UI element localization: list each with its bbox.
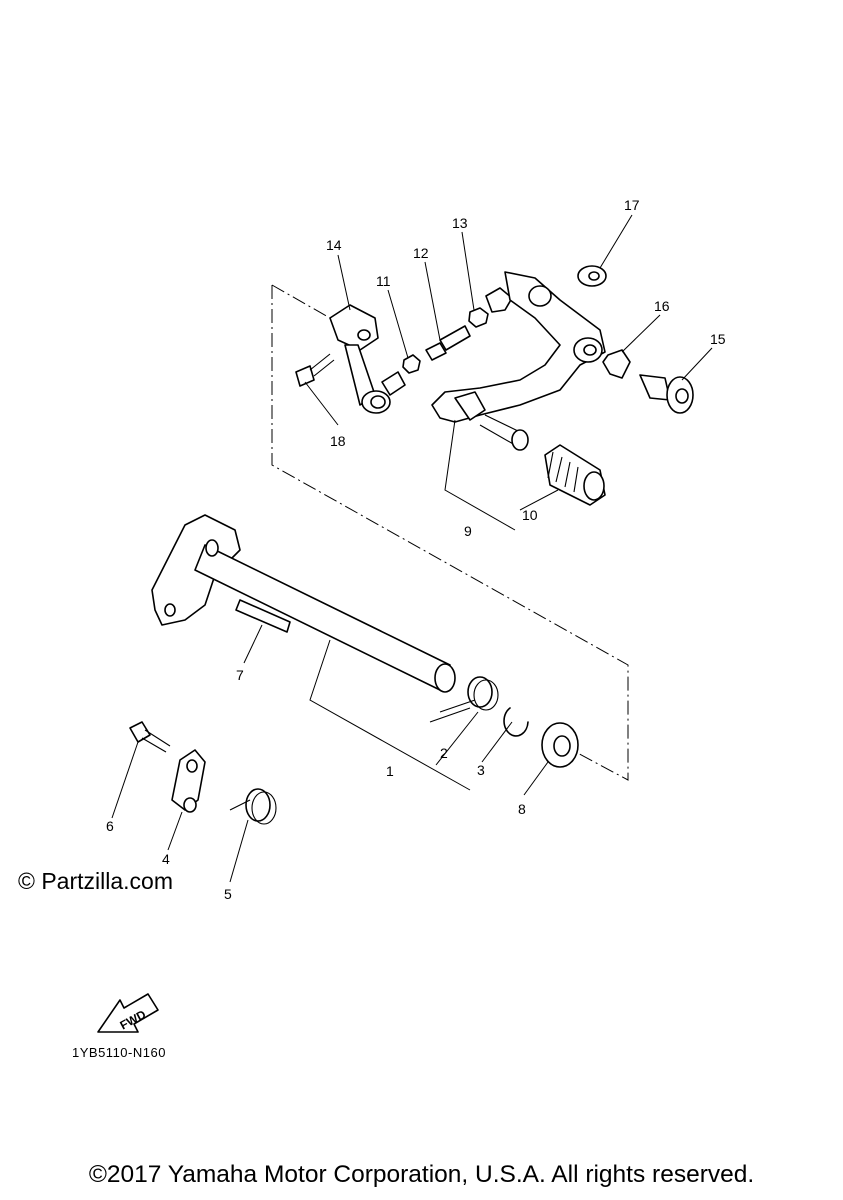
shift-arm: [329, 304, 406, 414]
callout-2: 2: [440, 745, 448, 761]
callout-9: 9: [464, 523, 472, 539]
callout-labels: 1 2 3 4 5 6 7 8 9 10 11 12 13 14 15 16 1…: [106, 197, 726, 902]
nut-11: [402, 354, 421, 374]
callout-18: 18: [330, 433, 346, 449]
bolt-6: [129, 721, 171, 753]
callout-16: 16: [654, 298, 670, 314]
callout-17: 17: [624, 197, 640, 213]
pedal-bolt-15: [639, 374, 694, 414]
shift-pedal: [431, 271, 606, 451]
leader-lines: [111, 214, 713, 883]
callout-3: 3: [477, 762, 485, 778]
callout-7: 7: [236, 667, 244, 683]
pedal-rubber: [544, 444, 606, 506]
shift-arm-bolt: [295, 353, 335, 387]
callout-6: 6: [106, 818, 114, 834]
oil-seal-8: [541, 722, 579, 768]
callout-11: 11: [376, 273, 391, 289]
assembly-outline: [271, 284, 629, 781]
callout-5: 5: [224, 886, 232, 902]
copyright-notice: ©2017 Yamaha Motor Corporation, U.S.A. A…: [88, 1161, 755, 1188]
nut-13: [468, 307, 489, 328]
circlip-3: [503, 707, 529, 737]
callout-15: 15: [710, 331, 726, 347]
callout-10: 10: [522, 507, 538, 523]
shift-shaft: [151, 514, 456, 693]
fwd-arrow-icon: FWD: [97, 993, 159, 1033]
callout-4: 4: [162, 851, 170, 867]
bolt-12: [425, 325, 471, 361]
spring-5: [229, 788, 277, 825]
stopper-lever-4: [171, 749, 206, 813]
callout-1: 1: [386, 763, 394, 779]
washer-17: [577, 265, 607, 287]
callout-12: 12: [413, 245, 429, 261]
diagram-code: 1YB5110-N160: [72, 1045, 166, 1060]
spring-pin-7: [235, 599, 291, 633]
torsion-spring-2: [429, 676, 499, 723]
callout-14: 14: [326, 237, 342, 253]
washer-16: [602, 349, 631, 379]
callout-8: 8: [518, 801, 526, 817]
partzilla-watermark: © Partzilla.com: [18, 868, 173, 894]
callout-13: 13: [452, 215, 468, 231]
